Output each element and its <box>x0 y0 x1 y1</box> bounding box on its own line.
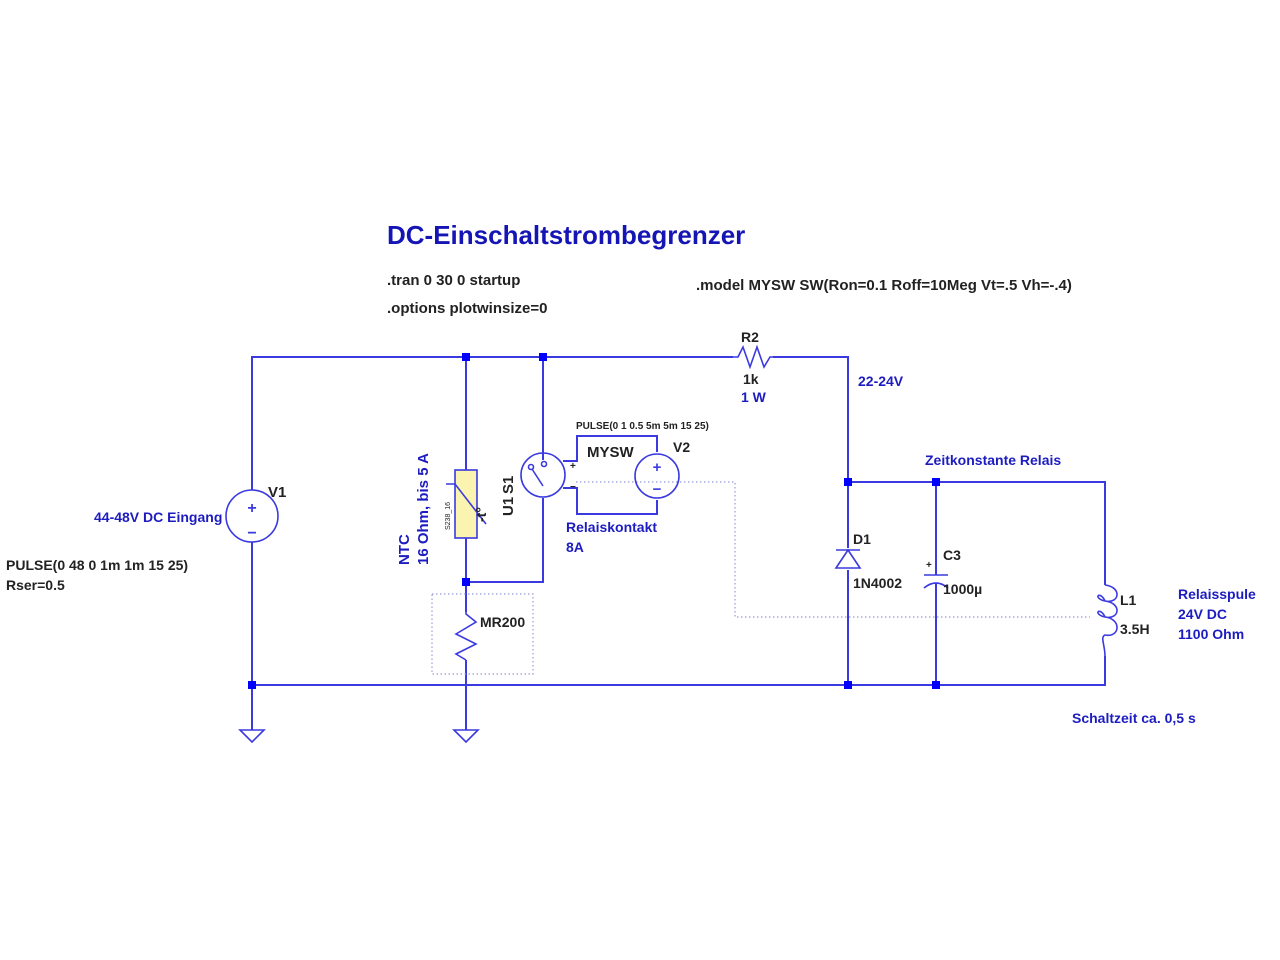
s1-comment-line1: Relaiskontakt <box>566 519 657 535</box>
ground-icon <box>238 729 266 744</box>
s1-switch[interactable] <box>520 452 566 498</box>
r2-value-label: 1k <box>743 371 759 387</box>
s1-instance-label: U1 <box>500 497 517 516</box>
model-directive[interactable]: .model MYSW SW(Ron=0.1 Roff=10Meg Vt=.5 … <box>696 277 1072 294</box>
wire-top-rail-left[interactable] <box>251 356 733 490</box>
options-directive[interactable]: .options plotwinsize=0 <box>387 300 547 317</box>
s1-comment-line2: 8A <box>566 539 584 555</box>
minus-icon: − <box>247 525 256 542</box>
wire-top-rail-right[interactable] <box>773 356 849 482</box>
v1-name-label: V1 <box>268 484 286 501</box>
l1-comment-line3: 1100 Ohm <box>1178 626 1244 642</box>
ntc-comment-line2: 16 Ohm, bis 5 A <box>415 453 432 565</box>
junction-dot <box>844 681 852 689</box>
plus-icon: + <box>653 459 662 476</box>
s1-model-label: MYSW <box>587 444 635 461</box>
ntc-temp-symbol: -t° <box>473 507 489 522</box>
junctions <box>248 353 940 689</box>
c3-plus-marker: + <box>926 560 932 571</box>
junction-dot <box>462 578 470 586</box>
ntc-model-label: S238_16 <box>445 502 452 530</box>
v1-value-line1: PULSE(0 48 0 1m 1m 15 25) <box>6 557 188 573</box>
ground-icon <box>452 729 480 744</box>
d1-diode[interactable] <box>834 548 862 569</box>
ntc-thermistor[interactable] <box>446 469 487 539</box>
wire-control-plus[interactable] <box>563 435 658 462</box>
plus-icon: + <box>247 500 256 517</box>
v1-comment: 44-48V DC Eingang <box>94 509 222 525</box>
relay-coupling-line <box>576 481 1090 618</box>
junction-dot <box>248 681 256 689</box>
page-title: DC-Einschaltstrombegrenzer <box>387 220 745 250</box>
s1-minus-terminal: − <box>570 482 576 493</box>
v1-value-line2: Rser=0.5 <box>6 577 65 593</box>
l1-name-label: L1 <box>1120 592 1137 608</box>
junction-dot <box>462 353 470 361</box>
s1-plus-terminal: + <box>570 461 576 472</box>
wire-bottom-rail[interactable] <box>251 542 1106 686</box>
rail-voltage-label: 22-24V <box>858 373 904 389</box>
mr200-resistor[interactable] <box>454 612 478 661</box>
l1-comment-line2: 24V DC <box>1178 606 1227 622</box>
c3-name-label: C3 <box>943 547 961 563</box>
v2-value-label: PULSE(0 1 0.5 5m 5m 15 25) <box>576 421 709 432</box>
junction-dot <box>932 478 940 486</box>
r2-comment: 1 W <box>741 389 767 405</box>
c3-value-label: 1000µ <box>943 581 982 597</box>
ntc-comment-line1: NTC <box>396 534 413 565</box>
v2-name-label: V2 <box>673 439 690 455</box>
l1-comment-line1: Relaisspule <box>1178 586 1256 602</box>
time-constant-label: Zeitkonstante Relais <box>925 452 1061 468</box>
junction-dot <box>844 478 852 486</box>
d1-value-label: 1N4002 <box>853 575 902 591</box>
d1-name-label: D1 <box>853 531 871 547</box>
r2-resistor[interactable] <box>733 344 773 370</box>
s1-name-label: S1 <box>500 476 517 494</box>
v2-voltage-source[interactable]: + − <box>634 453 680 499</box>
tran-directive[interactable]: .tran 0 30 0 startup <box>387 272 520 289</box>
v1-voltage-source[interactable]: + − <box>225 489 279 543</box>
l1-value-label: 3.5H <box>1120 621 1150 637</box>
wires <box>251 356 1106 730</box>
wire-switch-bottom[interactable] <box>466 498 544 583</box>
minus-icon: − <box>653 481 662 498</box>
l1-inductor[interactable] <box>1097 584 1118 657</box>
r2-name-label: R2 <box>741 329 759 345</box>
junction-dot <box>539 353 547 361</box>
wire-control-minus[interactable] <box>563 487 658 515</box>
mr200-bounding-box <box>431 593 534 675</box>
switch-time-label: Schaltzeit ca. 0,5 s <box>1072 710 1196 726</box>
junction-dot <box>932 681 940 689</box>
wire-coil-top[interactable] <box>848 481 1106 585</box>
c3-capacitor[interactable] <box>923 574 949 589</box>
mr200-name-label: MR200 <box>480 614 525 630</box>
